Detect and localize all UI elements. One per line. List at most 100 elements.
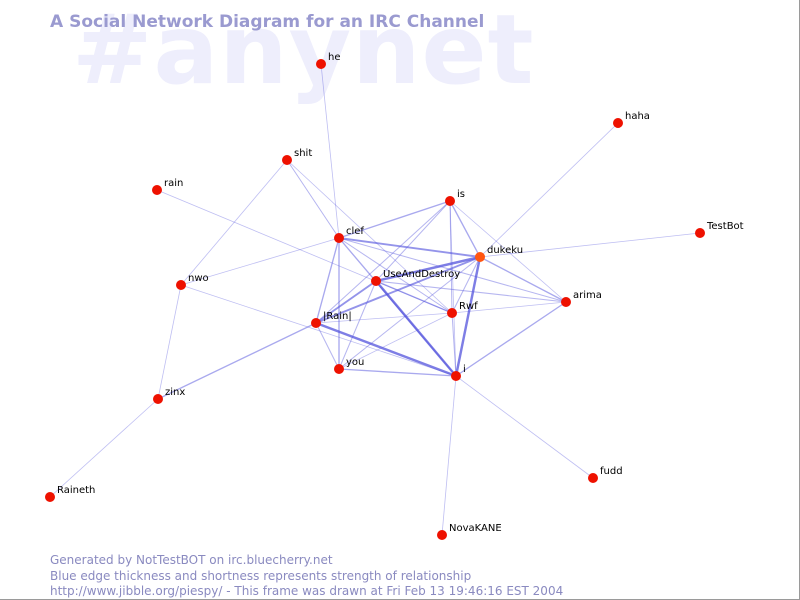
edge-is-dukeku	[449, 200, 481, 258]
node-zinx: zinx	[153, 387, 185, 404]
node-label-dukeku: dukeku	[487, 245, 523, 256]
edge-Rwf-you	[338, 312, 453, 370]
edge-Rain-you	[315, 322, 340, 370]
edge-Rain-zinx	[157, 322, 317, 400]
edge-is-clef	[338, 200, 451, 239]
edge-clef-arima	[338, 237, 567, 303]
edge-nwo-zinx	[157, 284, 182, 400]
edge-UseAndDestroy-you	[338, 280, 377, 370]
edge-dukeku-UseAndDestroy	[375, 255, 481, 283]
edge-clef-Rain	[315, 237, 340, 324]
node-dot-you	[334, 364, 344, 374]
node-label-he: he	[328, 52, 341, 63]
node-you: you	[334, 357, 364, 374]
node-dot-zinx	[153, 394, 163, 404]
edge-shit-nwo	[180, 159, 288, 286]
node-label-nwo: nwo	[188, 273, 209, 284]
edge-is-Rwf	[449, 200, 453, 314]
node-label-clef: clef	[346, 226, 364, 237]
edge-i-fudd	[455, 375, 594, 479]
edge-arima-i	[455, 301, 567, 377]
edge-is-UseAndDestroy	[375, 200, 451, 282]
edge-Rwf-i	[451, 312, 457, 377]
node-rain: rain	[152, 178, 183, 195]
node-label-arima: arima	[573, 290, 602, 301]
node-dukeku: dukeku	[475, 245, 523, 262]
edges-layer	[49, 63, 701, 536]
node-label-UseAndDestroy: UseAndDestroy	[383, 269, 460, 280]
node-label-haha: haha	[625, 111, 650, 122]
edge-dukeku-i	[454, 256, 482, 377]
edge-clef-nwo	[180, 237, 340, 286]
edge-Rain-i	[315, 321, 457, 378]
node-dot-rain	[152, 185, 162, 195]
node-dot-arima	[561, 297, 571, 307]
node-label-rain: rain	[164, 178, 183, 189]
node-dot-dukeku	[475, 252, 485, 262]
edge-shit-Rwf	[286, 159, 453, 314]
node-he: he	[316, 52, 341, 69]
node-dot-is	[445, 196, 455, 206]
node-is: is	[445, 189, 465, 206]
node-dot-i	[451, 371, 461, 381]
node-TestBot: TestBot	[695, 221, 744, 238]
node-fudd: fudd	[588, 466, 623, 483]
footer-generated-by: Generated by NotTestBOT on irc.bluecherr…	[50, 553, 333, 567]
edge-dukeku-arima	[479, 256, 567, 303]
edge-UseAndDestroy-arima	[375, 280, 567, 303]
edge-UseAndDestroy-i	[375, 280, 457, 377]
node-dot-Raineth	[45, 492, 55, 502]
node-dot-UseAndDestroy	[371, 276, 381, 286]
node-dot-clef	[334, 233, 344, 243]
node-dot-TestBot	[695, 228, 705, 238]
diagram-title: A Social Network Diagram for an IRC Chan…	[50, 12, 485, 32]
node-shit: shit	[282, 148, 312, 165]
node-dot-Rwf	[447, 308, 457, 318]
node-Rain: |Rain|	[311, 311, 352, 328]
node-label-Raineth: Raineth	[57, 485, 95, 496]
node-haha: haha	[613, 111, 650, 128]
edge-he-clef	[320, 63, 340, 239]
edge-is-arima	[449, 200, 567, 303]
node-dot-Rain	[311, 318, 321, 328]
edge-is-Rain	[315, 200, 451, 324]
footer-legend-note: Blue edge thickness and shortness repres…	[50, 569, 472, 583]
edge-dukeku-Rwf	[451, 256, 481, 314]
edge-i-NovaKANE	[441, 375, 457, 536]
node-label-NovaKANE: NovaKANE	[449, 523, 502, 534]
edge-UseAndDestroy-Rain	[315, 280, 377, 324]
node-label-i: i	[463, 364, 466, 375]
node-dot-haha	[613, 118, 623, 128]
node-label-you: you	[346, 357, 364, 368]
node-Rwf: Rwf	[447, 301, 478, 318]
node-i: i	[451, 364, 466, 381]
channel-watermark: #anynet	[72, 0, 535, 106]
edge-zinx-Raineth	[49, 398, 159, 498]
node-UseAndDestroy: UseAndDestroy	[371, 269, 460, 286]
node-label-is: is	[457, 189, 465, 200]
node-dot-NovaKANE	[437, 530, 447, 540]
edge-clef-dukeku	[338, 237, 481, 258]
edge-nwo-i	[180, 284, 457, 377]
edge-you-i	[338, 368, 457, 377]
node-NovaKANE: NovaKANE	[437, 523, 502, 540]
edge-haha-dukeku	[479, 122, 619, 258]
nodes-layer: he haha shit rain is clef TestBot dukekuUseAndD…	[45, 52, 744, 540]
node-label-TestBot: TestBot	[706, 221, 744, 232]
edge-shit-clef	[286, 159, 340, 239]
node-dot-fudd	[588, 473, 598, 483]
node-label-shit: shit	[294, 148, 312, 159]
node-nwo: nwo	[176, 273, 209, 290]
edge-UseAndDestroy-Rwf	[375, 280, 453, 314]
node-dot-shit	[282, 155, 292, 165]
node-dot-he	[316, 59, 326, 69]
edge-TestBot-dukeku	[479, 232, 701, 258]
node-label-zinx: zinx	[165, 387, 185, 398]
footer-url-timestamp: http://www.jibble.org/piespy/ - This fra…	[50, 584, 564, 598]
node-label-Rain: |Rain|	[323, 311, 352, 322]
node-label-fudd: fudd	[600, 466, 623, 477]
edge-arima-Rwf	[451, 301, 567, 314]
edge-Rain-Rwf	[315, 312, 453, 324]
